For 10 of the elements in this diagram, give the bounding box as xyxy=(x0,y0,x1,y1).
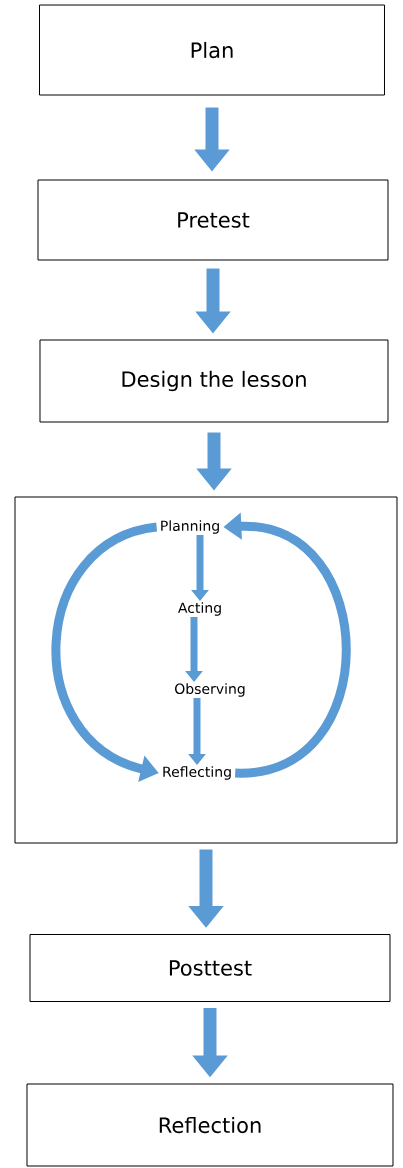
stage-label: Reflecting xyxy=(163,766,231,780)
step-box: Design the lesson xyxy=(39,339,389,423)
step-box: Pretest xyxy=(37,179,389,261)
stage-label: Planning xyxy=(161,520,219,534)
cycle-frame xyxy=(14,496,398,844)
step-box: Posttest xyxy=(29,934,391,1002)
step-box: Reflection xyxy=(26,1083,394,1167)
stage-label: Acting xyxy=(178,602,221,616)
step-box: Plan xyxy=(39,4,385,96)
stage-label: Observing xyxy=(175,683,245,697)
